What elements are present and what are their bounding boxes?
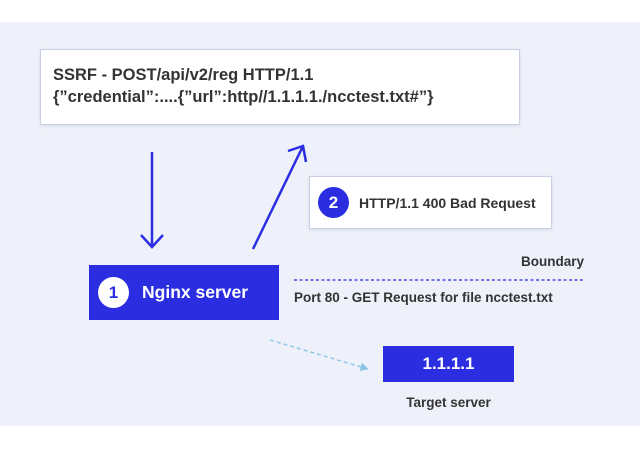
response-arrow [251, 144, 308, 250]
nginx-server-label: Nginx server [142, 282, 249, 302]
response-box: 2 HTTP/1.1 400 Bad Request [309, 176, 552, 229]
request-arrow [140, 152, 164, 249]
response-text: HTTP/1.1 400 Bad Request [359, 194, 536, 211]
request-payload: {”credential”:....{”url”:http//1.1.1.1./… [53, 88, 434, 106]
target-arrow [269, 339, 369, 371]
step-2-badge: 2 [318, 187, 349, 218]
request-box: SSRF - POST/api/v2/reg HTTP/1.1 {”creden… [40, 49, 520, 125]
request-line: SSRF - POST/api/v2/reg HTTP/1.1 [53, 66, 314, 84]
nginx-server-box: 1 Nginx server [89, 265, 279, 320]
step-1-badge: 1 [98, 277, 129, 308]
target-server-label: Target server [406, 395, 491, 410]
boundary-label: Boundary [520, 254, 584, 269]
port-label: Port 80 - GET Request for file ncctest.t… [294, 290, 553, 305]
target-server-box: 1.1.1.1 [383, 346, 514, 382]
